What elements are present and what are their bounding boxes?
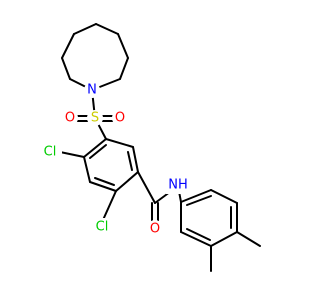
atom-labels: N S O O Cl Cl NH O <box>44 83 188 237</box>
bond-ring1-c4-c5 <box>83 138 107 158</box>
bond-azepane-2 <box>61 57 71 80</box>
bond-azepane-3 <box>61 33 75 59</box>
bond-ring1-c1-c2 <box>115 171 139 192</box>
atom-o-sulfonyl-left: O <box>65 111 75 126</box>
atom-nh-amide: NH <box>168 178 188 193</box>
bond-ring1-c3-c4 <box>83 156 91 183</box>
bond-azepane-7 <box>119 57 129 80</box>
atom-o-carbonyl: O <box>150 222 160 237</box>
bond-c2-cl <box>102 190 117 221</box>
bond-azepane-4 <box>73 23 97 35</box>
bond-ring1-c5-c6 <box>105 138 134 148</box>
atom-o-sulfonyl-right: O <box>115 111 125 126</box>
bond-azepane-6 <box>117 33 129 59</box>
bond-ring1-c2-c3-inner <box>94 177 115 186</box>
bond-ring2-a5-a6 <box>180 231 212 247</box>
atom-cl-4: Cl <box>44 145 57 160</box>
bond-ring2-a5-a6-inner <box>186 228 211 241</box>
bond-ring1-c2-c3 <box>89 181 117 192</box>
bond-ring2-a1-a2 <box>180 189 212 203</box>
bond-ring2-a4-a5 <box>210 231 238 247</box>
bond-ring2-a1-a2-inner <box>186 195 212 206</box>
bond-ring2-a2-a3 <box>210 189 238 204</box>
bond-c4-cl <box>59 151 85 158</box>
atom-cl-2: Cl <box>96 220 109 235</box>
bond-ring1-c4-c5-inner <box>89 144 107 159</box>
atom-s-sulfonyl: S <box>91 111 99 126</box>
molecule-structure-diagram: N S O O Cl Cl NH O <box>38 23 261 272</box>
atom-n-azepane: N <box>87 83 97 98</box>
bond-c1-camide <box>137 171 156 204</box>
bond-ring1-c6-c1-inner <box>127 151 133 171</box>
bond-azepane-5 <box>95 23 119 35</box>
atom-backgrounds <box>38 82 190 236</box>
bond-methyl-4 <box>236 231 261 247</box>
bond-ring1-c6-c1 <box>132 146 139 173</box>
